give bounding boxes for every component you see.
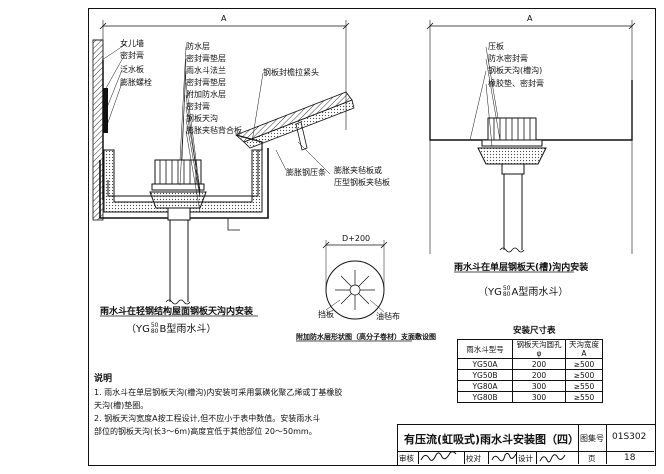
- label-mid-2: 雨水斗法兰: [186, 66, 226, 75]
- label-eave: 钢板封檐拉紧头: [263, 68, 319, 77]
- label-mid-1: 密封膏垫层: [186, 54, 226, 63]
- label-r-3: 橡胶垫、密封膏: [488, 79, 544, 88]
- label-mid-6: 钢板天沟: [186, 114, 218, 123]
- label-flashing: 泛水板: [120, 65, 144, 74]
- note-line-3: 2. 钢板天沟宽度A按工程设计,但不应小于表中数值。安装雨水斗: [94, 414, 321, 423]
- label-sealant: 密封膏: [120, 51, 144, 60]
- signature-reviewer: [420, 451, 457, 461]
- label-mid-5: 密封膏: [186, 102, 210, 111]
- table-row: YG80B 300 ≥550: [457, 391, 603, 403]
- dim-d-plus-200: D+200: [342, 234, 371, 243]
- title-block-vline: [606, 424, 607, 464]
- label-clip-2: 压型钢板夹毡板: [334, 178, 390, 187]
- label-mid-3: 密封膏垫层: [186, 78, 226, 87]
- title-block: [397, 424, 656, 466]
- label-press-strip: 膨胀钢压条: [286, 168, 326, 177]
- review-label: 审核: [399, 454, 414, 463]
- notes-block: 说明 1. 雨水斗在单层钢板天沟(槽沟)内安装可采用氯磺化聚乙烯或丁基橡胶 天沟…: [94, 373, 394, 438]
- signature-designer: [539, 454, 566, 463]
- right-caption: 雨水斗在单层钢板天(槽)沟内安装: [454, 263, 589, 273]
- table-row: YG50A 200 ≥500: [457, 358, 603, 370]
- table-header: 雨水斗型号: [457, 339, 513, 359]
- notes-heading: 说明: [94, 374, 113, 384]
- atlas-number: 01S302: [612, 432, 647, 442]
- dim-a-left: A: [221, 14, 227, 23]
- page-number: 18: [624, 453, 636, 463]
- table-cell: ≥550: [565, 380, 603, 392]
- signature-checker: [491, 452, 517, 462]
- atlas-label: 图集号: [580, 434, 604, 443]
- table-cell: ≥500: [565, 358, 603, 370]
- table-cell: YG80B: [457, 391, 513, 403]
- table-cell: YG50A: [457, 358, 513, 370]
- label-bolt: 膨胀螺栓: [120, 78, 152, 87]
- label-parapet: 女儿墙: [120, 39, 144, 48]
- note-line-2: 天沟(槽)垫圈。: [94, 401, 149, 410]
- title-block-vline: [488, 451, 489, 464]
- label-clip-1: 膨胀夹毡板或: [334, 166, 382, 175]
- table-cell: 300: [512, 391, 566, 403]
- title-block-vline: [578, 424, 579, 464]
- label-baffle: 挡板: [318, 310, 334, 319]
- drawing-frame: [88, 8, 656, 466]
- table-header: 天沟宽度 A: [565, 339, 603, 359]
- right-model-sup: 50: [502, 285, 511, 292]
- drawing-title: 有压流(虹吸式)雨水斗安装图（四）: [404, 433, 580, 446]
- label-r-1: 防水密封膏: [488, 54, 528, 63]
- left-model-sub: 80: [150, 328, 159, 335]
- left-caption: 雨水斗在轻钢结构屋面钢板天沟内安装: [100, 307, 254, 317]
- table-row: YG50B 200 ≥500: [457, 369, 603, 381]
- label-mid-7: 膨胀夹毡背合板: [186, 126, 242, 135]
- label-mid-4: 附加防水层: [186, 90, 226, 99]
- design-label: 设计: [518, 454, 533, 463]
- label-mid-0: 防水层: [186, 42, 210, 51]
- plan-caption: 附加防水层形状图（高分子卷材）支面敷设图: [296, 333, 436, 341]
- table-cell: 300: [512, 380, 566, 392]
- right-model-sub: 80: [502, 291, 511, 298]
- table-cell: 200: [512, 358, 566, 370]
- left-model-sup: 50: [150, 322, 159, 329]
- table-cell: ≥550: [565, 391, 603, 403]
- table-cell: YG50B: [457, 369, 513, 381]
- title-block-vline: [536, 451, 537, 464]
- label-r-0: 压板: [488, 42, 504, 51]
- signatures: [420, 451, 566, 463]
- dim-a-right: A: [527, 14, 533, 23]
- table-row: YG80A 300 ≥550: [457, 380, 603, 392]
- title-block-divider: [397, 451, 654, 452]
- table-cell: ≥500: [565, 369, 603, 381]
- title-block-vline: [418, 451, 419, 464]
- table-cell: YG80A: [457, 380, 513, 392]
- label-felt: 油毡布: [376, 312, 400, 321]
- page-label: 页: [588, 454, 596, 463]
- table-header-row: 雨水斗型号 钢板天沟圆孔 φ 天沟宽度 A: [457, 339, 603, 359]
- dimension-table: 雨水斗型号 钢板天沟圆孔 φ 天沟宽度 A YG50A 200 ≥500 YG5…: [457, 339, 603, 403]
- title-block-vline: [464, 451, 465, 464]
- check-label: 校对: [466, 454, 481, 463]
- label-r-2: 钢板天沟(槽沟): [488, 66, 543, 75]
- note-line-4: 部位的钢板天沟(长3～6m)高度宜低于其他部位 20～50mm。: [94, 427, 317, 436]
- table-cell: 200: [512, 369, 566, 381]
- table-header: 钢板天沟圆孔 φ: [512, 339, 566, 359]
- table-title: 安装尺寸表: [513, 326, 556, 336]
- note-line-1: 1. 雨水斗在单层钢板天沟(槽沟)内安装可采用氯磺化聚乙烯或丁基橡胶: [94, 388, 343, 397]
- title-block-vline: [516, 451, 517, 464]
